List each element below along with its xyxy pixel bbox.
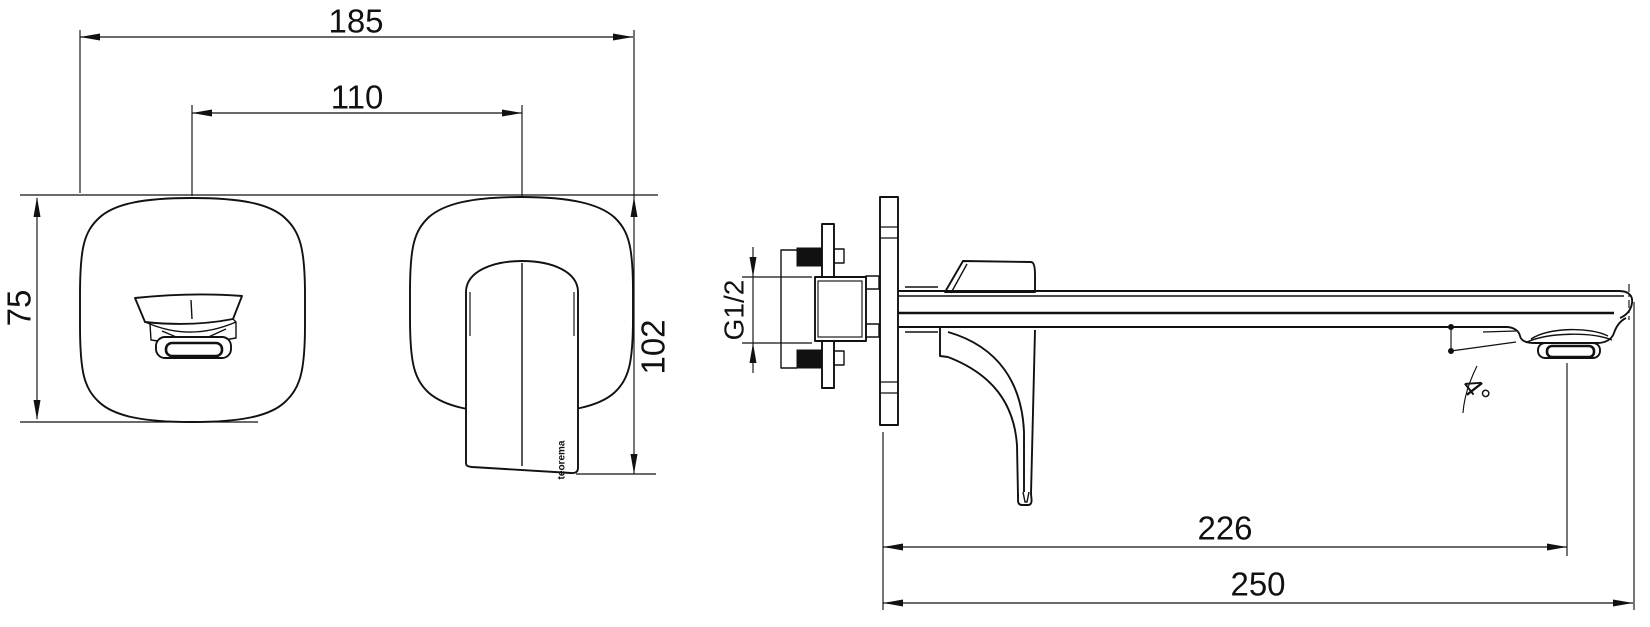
housing-outline [780, 249, 797, 369]
inlet-stub-bottom [865, 323, 880, 338]
side-view: G1/2 [719, 196, 1635, 610]
aerator-side [1482, 317, 1627, 359]
dim-75: 75 [1, 197, 41, 420]
fixing-screw-bottom [796, 349, 823, 369]
concealed-body [780, 223, 880, 389]
valve-body [814, 276, 867, 342]
handle-escutcheon-front: teorema [409, 196, 634, 479]
spout-side [898, 284, 1634, 359]
fixing-screw-top [796, 247, 823, 267]
dim-label-4deg: 4° [1456, 371, 1497, 411]
dim-label-110: 110 [331, 79, 384, 116]
dim-label-226: 226 [1197, 510, 1252, 547]
dim-label-g12: G1/2 [719, 280, 750, 341]
dim-label-75: 75 [1, 290, 38, 327]
dim-angle-4deg: 4° [1448, 324, 1517, 414]
inlet-stub-top [865, 275, 880, 290]
dim-102: 102 [630, 193, 672, 474]
dim-label-185: 185 [328, 3, 383, 40]
wall-plate-side [879, 196, 899, 426]
lever-handle-front: teorema [465, 260, 579, 479]
dim-250: 250 [883, 566, 1633, 607]
lever-handle-side [905, 260, 1036, 506]
dim-g12: G1/2 [719, 247, 812, 373]
brand-logo-text: teorema [557, 440, 568, 479]
dim-label-102: 102 [635, 319, 672, 374]
spout-front-detail [134, 293, 243, 359]
dim-110: 110 [192, 79, 522, 117]
dim-226: 226 [883, 510, 1567, 551]
spout-escutcheon-front [79, 197, 306, 423]
dim-label-250: 250 [1230, 566, 1285, 603]
dim-185: 185 [80, 3, 633, 41]
lever-tip [1017, 493, 1033, 506]
front-view: 185 110 75 102 [1, 3, 672, 480]
